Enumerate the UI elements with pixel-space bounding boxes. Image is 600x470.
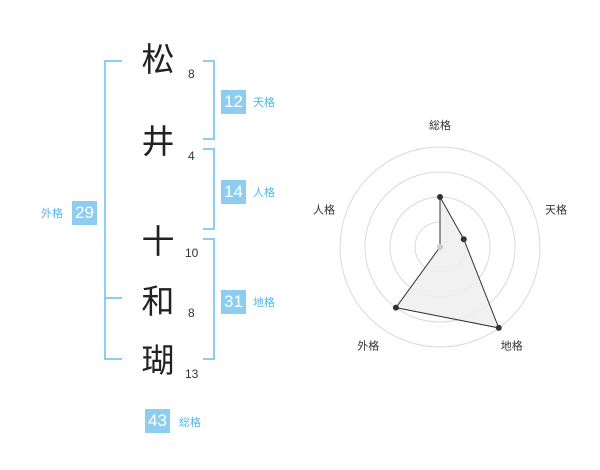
stroke-count-5: 13	[185, 367, 199, 381]
jinkaku-badge: 14	[221, 180, 246, 204]
name-char-1: 松	[141, 40, 175, 79]
tenkaku-bracket	[203, 60, 215, 140]
stroke-count-4: 8	[188, 306, 195, 320]
radar-point-2	[460, 236, 467, 243]
radar-axis-label-4: 外格	[357, 339, 379, 353]
gaikaku-badge: 29	[72, 201, 97, 225]
radar-axis-label-3: 地格	[501, 339, 523, 353]
chikaku-label: 地格	[253, 296, 275, 309]
gaikaku-label: 外格	[41, 207, 63, 220]
radar-point-5	[437, 244, 443, 250]
radar-polygon	[395, 195, 500, 329]
gaikaku-divider-tick	[104, 297, 122, 299]
jinkaku-label: 人格	[253, 186, 275, 199]
stroke-count-2: 4	[188, 149, 195, 163]
soukaku-label: 総格	[179, 416, 201, 429]
soukaku-badge: 43	[145, 409, 170, 433]
chikaku-badge: 31	[221, 290, 246, 314]
tenkaku-label: 天格	[253, 96, 275, 109]
stroke-count-1: 8	[188, 67, 195, 81]
gaikaku-bracket	[104, 60, 122, 360]
radar-axis-label-5: 人格	[313, 202, 335, 216]
radar-point-4	[392, 304, 399, 311]
chikaku-bracket	[203, 238, 215, 360]
name-char-2: 井	[141, 122, 175, 161]
radar-point-3	[495, 324, 502, 331]
name-char-4: 和	[141, 282, 175, 321]
radar-point-1	[437, 194, 443, 200]
radar-ring-3	[364, 171, 516, 323]
radar-ring-4	[339, 146, 541, 348]
tenkaku-badge: 12	[221, 90, 246, 114]
stroke-count-3: 10	[185, 246, 199, 260]
jinkaku-bracket	[203, 148, 215, 230]
radar-axis-label-2: 天格	[545, 202, 567, 216]
radar-axis-label-1: 総格	[429, 118, 451, 132]
name-char-5: 瑚	[141, 341, 175, 380]
name-char-3: 十	[141, 222, 175, 261]
